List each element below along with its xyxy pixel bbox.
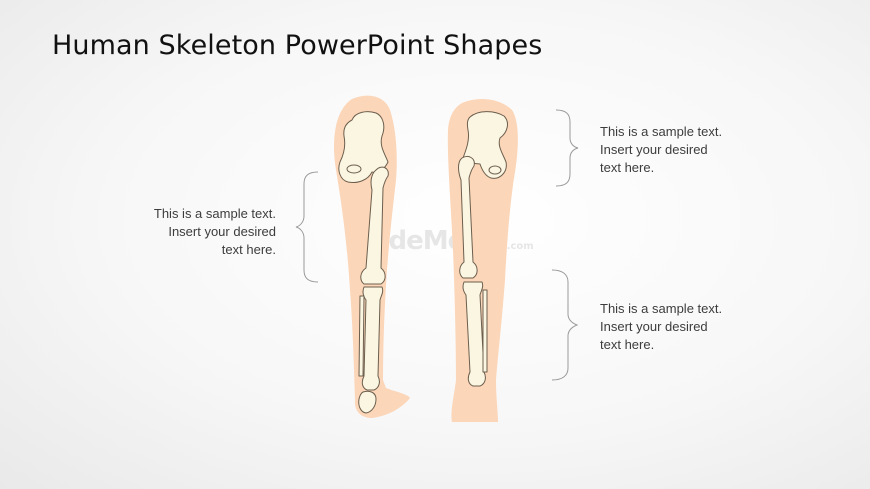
watermark-suffix: .com [506,241,534,252]
callout-right-top-line-3: text here. [600,160,655,175]
left-fibula [358,295,365,377]
left-pelvis [338,111,389,183]
callout-right-top-line-2: Insert your desired [600,142,708,157]
callout-right-top: This is a sample text. Insert your desir… [600,123,722,177]
left-femur [360,166,389,285]
right-top-bracket [555,109,579,187]
right-bottom-bracket [551,269,579,381]
callout-right-top-line-1: This is a sample text. [600,124,723,139]
callout-left: This is a sample text. Insert your desir… [100,205,276,259]
callout-right-bottom-line-3: text here. [600,337,655,352]
right-fibula [482,289,488,373]
callout-right-bottom: This is a sample text. Insert your desir… [600,300,722,354]
left-bracket [295,171,319,283]
callout-right-bottom-line-1: This is a sample text. [600,301,723,316]
left-foot [358,390,377,414]
left-skeleton [338,111,389,414]
right-skeleton [458,111,508,387]
callout-right-bottom-line-2: Insert your desired [600,319,708,334]
callout-left-line-1: This is a sample text. [153,206,276,221]
callout-left-line-2: Insert your desired [168,224,276,239]
right-hip-socket [488,165,502,175]
slide-title: Human Skeleton PowerPoint Shapes [52,30,543,61]
left-hip-socket [346,164,362,174]
right-femur [458,155,478,279]
callout-left-line-3: text here. [221,242,276,257]
right-tibia [462,281,486,387]
